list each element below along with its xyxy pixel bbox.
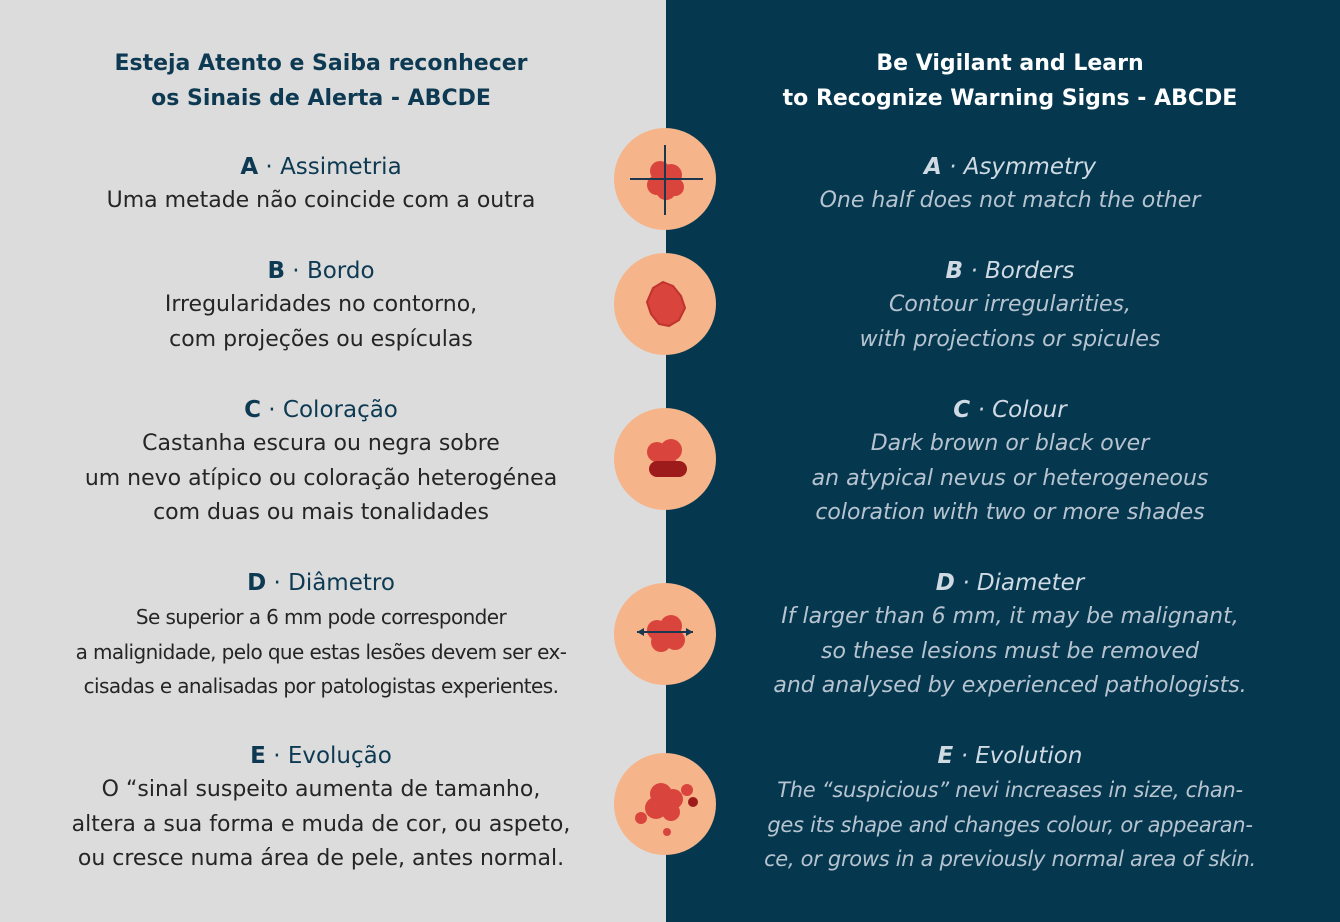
- item-line: O “sinal suspeito aumenta de tamanho,: [101, 777, 541, 802]
- item-title: E · Evolução: [30, 739, 612, 773]
- item-line: an atypical nevus or heterogeneous: [811, 465, 1209, 491]
- item-line: um nevo atípico ou coloração heterogénea: [84, 465, 558, 491]
- item-name: Bordo: [306, 258, 375, 284]
- item-letter: C: [244, 397, 261, 423]
- item-separator: ·: [265, 743, 288, 769]
- left-heading-line1: Esteja Atento e Saiba reconhecer: [114, 51, 528, 76]
- item-title: B · Bordo: [30, 254, 612, 288]
- item-title: E · Evolution: [686, 739, 1334, 773]
- item-letter: A: [923, 154, 942, 180]
- item-title: A · Asymmetry: [686, 150, 1334, 184]
- item-line: Se superior a 6 mm pode corresponder: [135, 605, 507, 629]
- left-item-a: A · Assimetria Uma metade não coincide c…: [30, 150, 612, 219]
- item-line: One half does not match the other: [819, 188, 1201, 213]
- right-item-a: A · Asymmetry One half does not match th…: [686, 150, 1334, 219]
- item-name: Coloração: [282, 397, 398, 423]
- right-item-c: C · Colour Dark brown or black over an a…: [686, 393, 1334, 531]
- left-panel-portuguese: [0, 0, 666, 922]
- item-line: com projeções ou espículas: [169, 326, 473, 352]
- border-mole-icon: [613, 252, 717, 356]
- item-separator: ·: [970, 397, 993, 423]
- item-line: com duas ou mais tonalidades: [153, 500, 489, 525]
- item-title: D · Diameter: [686, 566, 1334, 600]
- right-item-b: B · Borders Contour irregularities, with…: [686, 254, 1334, 357]
- right-heading: Be Vigilant and Learn to Recognize Warni…: [686, 46, 1334, 116]
- item-letter: D: [935, 570, 955, 596]
- item-line: ce, or grows in a previously normal area…: [764, 847, 1256, 871]
- item-separator: ·: [285, 258, 307, 284]
- item-separator: ·: [260, 397, 283, 423]
- item-name: Evolution: [975, 743, 1083, 769]
- item-name: Colour: [992, 397, 1067, 423]
- evolution-mole-icon: [613, 752, 717, 856]
- item-title: A · Assimetria: [30, 150, 612, 184]
- right-panel-english: [666, 0, 1340, 922]
- item-letter: B: [267, 258, 285, 284]
- item-name: Diâmetro: [288, 570, 395, 596]
- left-item-b: B · Bordo Irregularidades no contorno, c…: [30, 254, 612, 357]
- diameter-mole-icon: [613, 582, 717, 686]
- item-line: with projections or spicules: [859, 326, 1161, 352]
- right-heading-line1: Be Vigilant and Learn: [876, 51, 1144, 76]
- item-title: C · Coloração: [30, 393, 612, 427]
- item-line: If larger than 6 mm, it may be malignant…: [781, 604, 1239, 629]
- item-line: a malignidade, pelo que estas lesões dev…: [75, 639, 567, 664]
- item-title: D · Diâmetro: [30, 566, 612, 600]
- item-letter: A: [240, 154, 259, 180]
- item-line: Contour irregularities,: [889, 292, 1131, 317]
- item-name: Diameter: [976, 570, 1085, 596]
- item-name: Assimetria: [280, 154, 402, 180]
- item-line: altera a sua forma e muda de cor, ou asp…: [71, 811, 571, 837]
- right-heading-line2: to Recognize Warning Signs - ABCDE: [782, 86, 1238, 111]
- item-line: Uma metade não coincide com a outra: [106, 188, 536, 213]
- item-letter: D: [247, 570, 267, 596]
- item-name: Asymmetry: [963, 154, 1097, 180]
- item-line: and analysed by experienced pathologists…: [773, 673, 1247, 698]
- item-line: coloration with two or more shades: [815, 500, 1205, 525]
- item-letter: E: [937, 743, 954, 769]
- item-line: Dark brown or black over: [870, 431, 1150, 456]
- item-line: so these lesions must be removed: [820, 638, 1200, 664]
- color-mole-icon: [613, 407, 717, 511]
- item-letter: B: [945, 258, 964, 284]
- item-separator: ·: [266, 570, 289, 596]
- left-item-e: E · Evolução O “sinal suspeito aumenta d…: [30, 739, 612, 877]
- item-name: Evolução: [287, 743, 392, 769]
- left-item-c: C · Coloração Castanha escura ou negra s…: [30, 393, 612, 531]
- left-heading-line2: os Sinais de Alerta - ABCDE: [151, 86, 491, 111]
- item-separator: ·: [941, 154, 964, 180]
- right-item-e: E · Evolution The “suspicious” nevi incr…: [686, 739, 1334, 877]
- item-letter: C: [953, 397, 971, 423]
- item-letter: E: [250, 743, 266, 769]
- item-separator: ·: [963, 258, 985, 284]
- item-separator: ·: [954, 570, 977, 596]
- item-line: The “suspicious” nevi increases in size,…: [777, 778, 1243, 802]
- item-name: Borders: [984, 258, 1075, 284]
- left-item-d: D · Diâmetro Se superior a 6 mm pode cor…: [30, 566, 612, 704]
- item-line: Castanha escura ou negra sobre: [142, 431, 500, 456]
- item-line: Irregularidades no contorno,: [164, 292, 478, 317]
- item-line: ges its shape and changes colour, or app…: [767, 812, 1253, 837]
- right-item-d: D · Diameter If larger than 6 mm, it may…: [686, 566, 1334, 704]
- item-line: cisadas e analisadas por patologistas ex…: [83, 674, 559, 698]
- item-line: ou cresce numa área de pele, antes norma…: [77, 846, 565, 871]
- item-separator: ·: [953, 743, 976, 769]
- item-title: B · Borders: [686, 254, 1334, 288]
- item-separator: ·: [258, 154, 281, 180]
- left-heading: Esteja Atento e Saiba reconhecer os Sina…: [30, 46, 612, 116]
- item-title: C · Colour: [686, 393, 1334, 427]
- asymmetry-mole-icon: [613, 127, 717, 231]
